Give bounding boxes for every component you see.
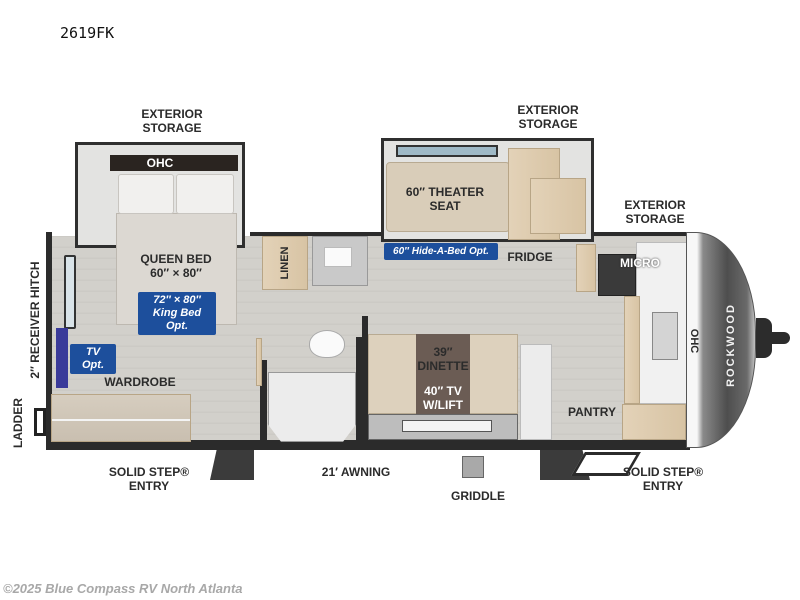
stove	[598, 254, 636, 296]
dinette-label: 39″ DINETTE	[417, 345, 469, 373]
queen-bed-size: 60″ × 80″	[150, 266, 202, 280]
step-left	[210, 450, 254, 480]
toilet	[309, 330, 345, 358]
griddle	[462, 456, 484, 478]
exterior-storage-box	[530, 178, 586, 234]
tv-lift-label: 40″ TV W/LIFT	[423, 384, 463, 412]
ohc-front-label: OHC	[688, 328, 700, 354]
hitch-coupler	[770, 332, 790, 344]
theater-seat	[386, 162, 510, 232]
kitchen-sink	[652, 312, 678, 360]
hide-a-bed-option-badge: 60″ Hide-A-Bed Opt.	[384, 243, 498, 260]
floorplan: OHC QUEEN BED 60″ × 80″ 72″ × 80″ King B…	[11, 103, 790, 503]
awning-label: 21′ AWNING	[321, 465, 391, 479]
dinette-divider	[362, 316, 368, 440]
rear-wall	[46, 232, 52, 446]
exterior-storage-mid-label: EXTERIOR STORAGE	[517, 103, 579, 131]
bath-sink	[324, 247, 352, 267]
ohc-bedroom-label: OHC	[146, 156, 174, 170]
copyright-watermark: ©2025 Blue Compass RV North Atlanta	[3, 581, 243, 596]
bath-wall-left	[260, 360, 267, 444]
kitchen-side-cabinet	[576, 244, 596, 292]
wardrobe-shelf	[52, 419, 190, 421]
road-side-wall-2	[560, 232, 688, 236]
bath-door-edge	[256, 338, 262, 386]
bath-wall-right	[356, 337, 363, 444]
theater-seat-label: 60″ THEATER SEAT	[405, 185, 485, 213]
wardrobe-cabinet	[51, 394, 191, 442]
ladder	[34, 408, 46, 436]
dinette-side-panel	[520, 344, 552, 440]
shower	[268, 372, 356, 442]
ladder-label: LADDER	[11, 398, 25, 448]
solid-step-right-label: SOLID STEP® ENTRY	[622, 465, 704, 493]
dinette-table	[416, 334, 470, 414]
micro-label: MICRO	[620, 256, 660, 270]
griddle-label: GRIDDLE	[451, 489, 505, 503]
pillow-left	[118, 174, 174, 214]
tv-panel	[402, 420, 492, 432]
queen-bed-label: QUEEN BED 60″ × 80″	[120, 252, 232, 280]
tv-option-badge: TV Opt.	[70, 344, 116, 374]
brand-logo: ROCKWOOD	[725, 303, 737, 387]
pantry-cabinet	[622, 404, 686, 440]
tv-lift-cabinet	[368, 414, 518, 440]
exterior-storage-left-label: EXTERIOR STORAGE	[141, 107, 203, 135]
pillow-right	[176, 174, 234, 214]
wardrobe-label: WARDROBE	[104, 375, 176, 389]
linen-label: LINEN	[279, 246, 291, 280]
exterior-storage-right-label: EXTERIOR STORAGE	[624, 198, 686, 226]
pantry-label: PANTRY	[568, 405, 616, 419]
queen-bed-name: QUEEN BED	[140, 252, 212, 266]
slide-window	[396, 145, 498, 157]
bath-vanity	[312, 236, 368, 286]
kitchen-base-cabinets	[624, 296, 640, 404]
linen-cabinet	[262, 236, 308, 290]
model-title: 2619FK	[60, 24, 115, 42]
solid-step-left-label: SOLID STEP® ENTRY	[108, 465, 190, 493]
king-bed-option-badge: 72″ × 80″ King Bed Opt.	[138, 292, 216, 335]
road-side-wall	[250, 232, 382, 236]
rear-window	[64, 255, 76, 329]
tongue-jack	[756, 318, 772, 358]
tv-option-panel	[56, 328, 68, 388]
curb-side-wall	[46, 440, 690, 450]
bedroom-ohc-cabinet	[110, 155, 238, 171]
fridge-label: FRIDGE	[507, 250, 553, 264]
receiver-hitch-label: 2″ RECEIVER HITCH	[28, 261, 42, 379]
